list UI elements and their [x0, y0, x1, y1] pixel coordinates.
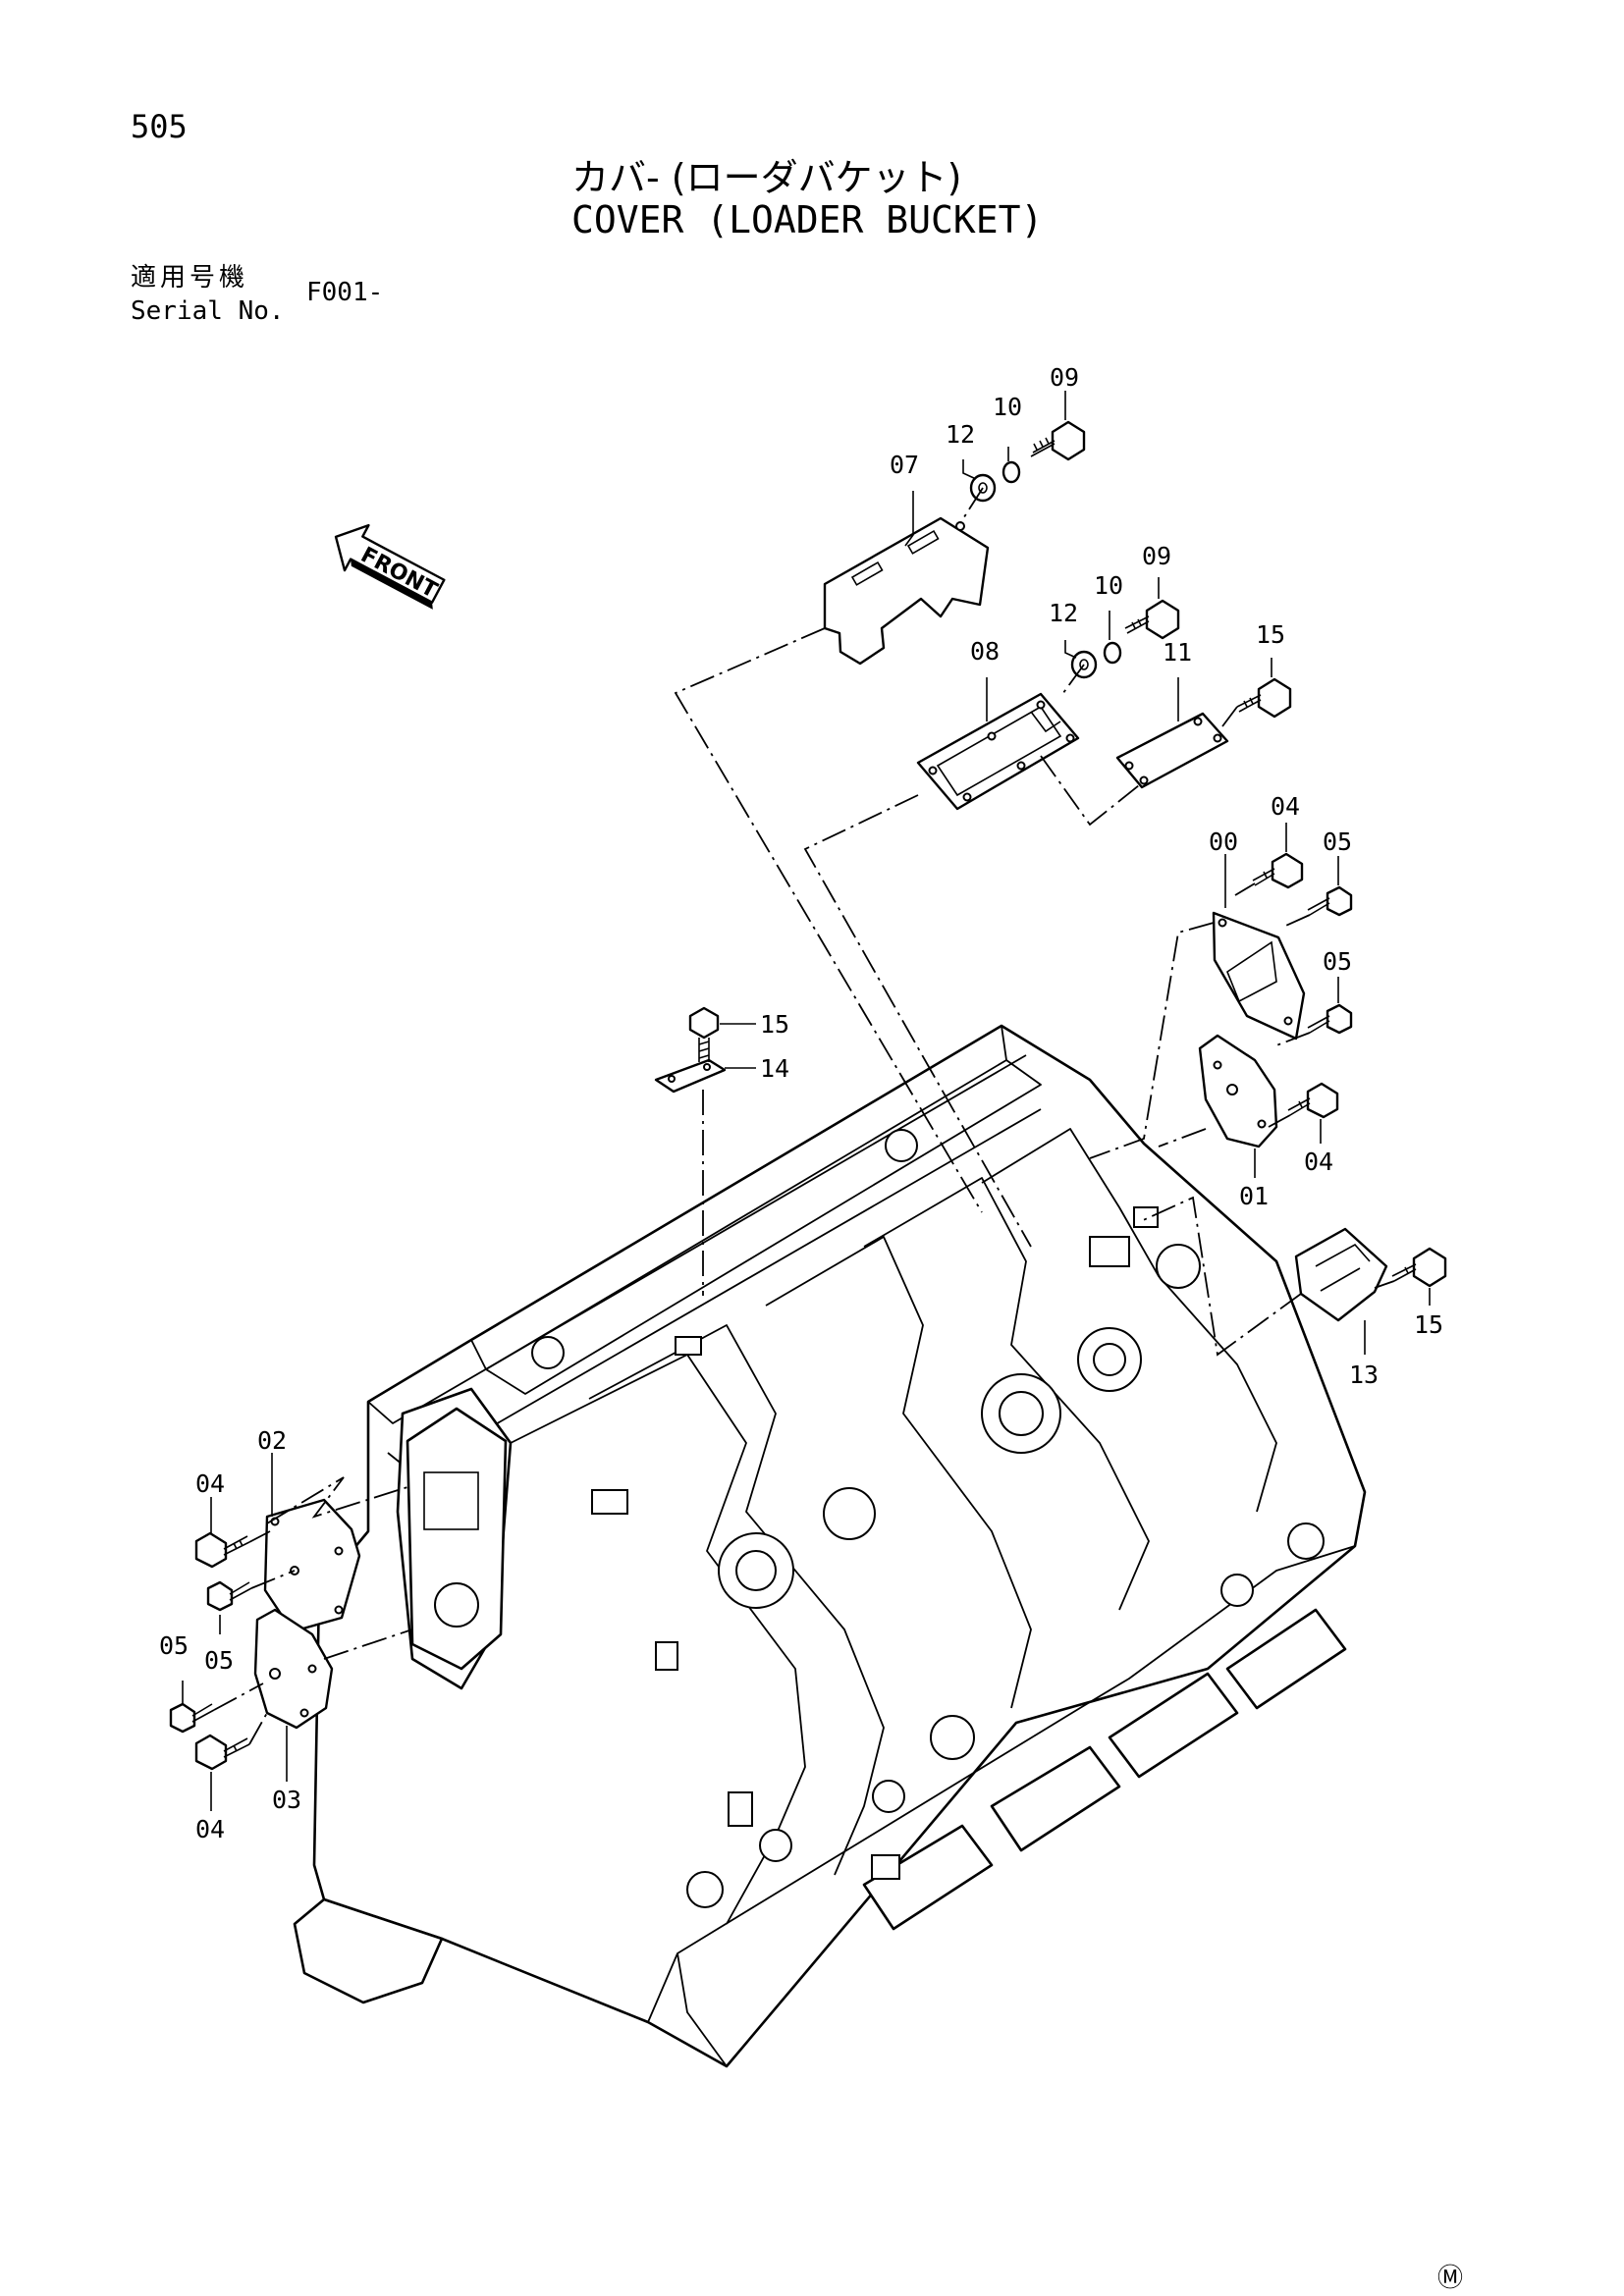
title-japanese: カバ- (ローダバケット)	[571, 156, 962, 199]
callout-12-lower: 12	[1049, 599, 1078, 627]
callout-05-middle: 05	[1323, 947, 1352, 976]
callout-07: 07	[890, 451, 919, 479]
bolt-09-upper	[1030, 420, 1086, 461]
callout-08: 08	[970, 637, 1000, 666]
bolt-15-upper-right	[1236, 677, 1292, 719]
callout-14: 14	[760, 1054, 789, 1083]
callout-01: 01	[1239, 1182, 1269, 1210]
bucket-left-boss	[406, 1407, 508, 1671]
part-03-cover	[253, 1608, 334, 1730]
part-02-cover	[263, 1498, 361, 1633]
bolt-04-upper	[1252, 852, 1304, 889]
callout-11: 11	[1163, 638, 1192, 667]
bolt-15-lower-right	[1391, 1247, 1447, 1288]
callout-05-left-upper: 05	[204, 1646, 234, 1675]
callout-04-left-upper: 04	[195, 1469, 225, 1498]
page-number: 505	[131, 108, 188, 145]
bolt-09-lower	[1124, 599, 1180, 640]
spring-washer-10-upper	[1001, 460, 1021, 484]
manufacturer-mark: Ⓜ	[1437, 2264, 1464, 2293]
callout-05-left-lower: 05	[159, 1631, 189, 1660]
callout-03: 03	[272, 1786, 301, 1814]
serial-value: F001-	[306, 278, 384, 307]
callout-15-lower-right: 15	[1414, 1310, 1443, 1339]
bolt-05-left-lower	[169, 1702, 215, 1734]
bolt-04-middle	[1287, 1082, 1339, 1119]
callout-10-lower: 10	[1094, 571, 1123, 600]
callout-09-lower: 09	[1142, 542, 1171, 570]
callout-labels: 09 10 12 07 09 10 12 15 08 11 04 00 05 0…	[159, 363, 1443, 1843]
part-07-cover	[823, 516, 990, 666]
serial-label-japanese: 適用号機	[131, 263, 249, 293]
callout-05-upper: 05	[1323, 828, 1352, 856]
assembly-lines	[213, 487, 1395, 1745]
serial-label-english: Serial No.	[131, 296, 285, 326]
bolt-05-left-upper	[206, 1580, 252, 1612]
title-english: COVER (LOADER BUCKET)	[571, 198, 1044, 241]
callout-10-upper: 10	[993, 393, 1022, 421]
part-00-cover	[1212, 911, 1306, 1041]
part-01-cover	[1198, 1034, 1278, 1148]
callout-15-middle: 15	[760, 1010, 789, 1039]
callout-15-upper-right: 15	[1256, 620, 1285, 649]
bolt-04-left-lower	[194, 1734, 250, 1771]
bolt-05-upper	[1307, 885, 1353, 917]
part-08-plate	[916, 692, 1080, 811]
bolt-15-middle	[688, 1006, 720, 1062]
callout-04-upper: 04	[1271, 792, 1300, 821]
bolt-04-left-upper	[194, 1531, 250, 1569]
callout-04-middle: 04	[1304, 1148, 1333, 1176]
callout-02: 02	[257, 1426, 287, 1455]
spring-washer-10-lower	[1103, 641, 1122, 665]
callout-13: 13	[1349, 1361, 1379, 1389]
callout-12-upper: 12	[946, 420, 975, 449]
part-11-plate	[1115, 712, 1229, 789]
callout-09-upper: 09	[1050, 363, 1079, 392]
callout-04-left-lower: 04	[195, 1815, 225, 1843]
callout-00: 00	[1209, 828, 1238, 856]
front-arrow: FRONT	[334, 523, 446, 610]
fasteners	[169, 420, 1447, 1771]
leader-lines	[182, 391, 1431, 1811]
part-14-plate	[654, 1058, 727, 1094]
part-13-plate	[1294, 1227, 1388, 1322]
bolt-05-middle	[1307, 1003, 1353, 1035]
